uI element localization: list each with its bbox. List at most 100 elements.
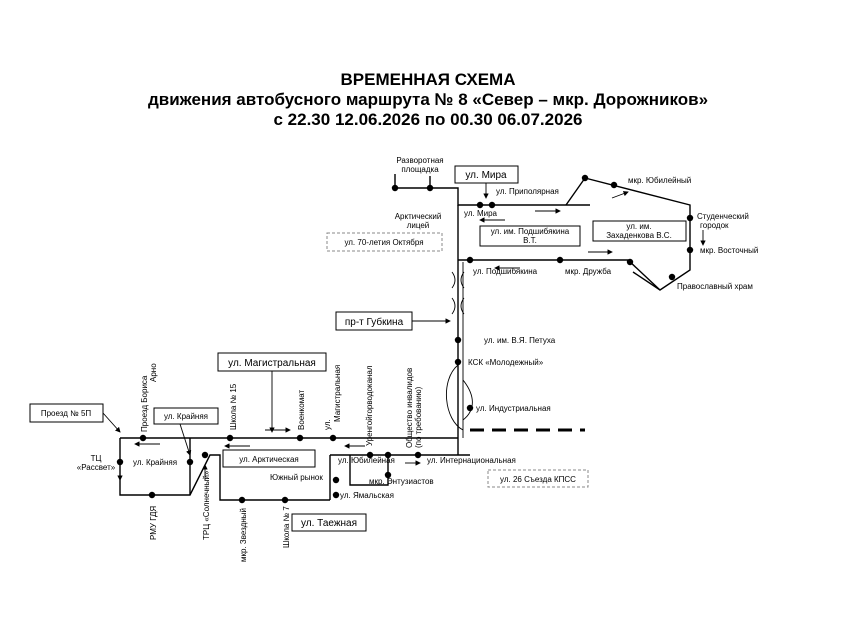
stop-ksk [454,358,462,366]
road-network [119,174,691,501]
road-top [394,174,590,206]
stop-mira-2 [488,201,496,209]
box-krainyaya-label: ул. Крайняя [164,412,208,421]
stop-yubileyny [610,181,618,189]
stop-industrialnaya [466,404,474,412]
label-entuziastov: мкр. Энтузиастов [369,477,434,486]
label-arctic-1: Арктический [395,212,442,221]
box-podshibyakina-label-2: В.Т. [523,236,537,245]
label-magistr-1: ул. [323,419,332,430]
label-khram: Православный храм [677,282,753,291]
label-petusha: ул. им. В.Я. Петуха [484,336,556,345]
label-magistr-2: Магистральная [333,365,342,422]
label-voenkomat: Военкомат [297,390,306,430]
stop-voenkomat [296,434,304,442]
box-syezd-label: ул. 26 Съезда КПСС [500,475,576,484]
label-student-1: Студенческий [697,212,749,221]
label-industrialnaya: ул. Индустриальная [476,404,551,413]
box-zakhadenkova [592,220,687,242]
box-zakhadenkova-label-2: Захаденкова В.С. [606,231,672,240]
title-line-1: ВРЕМЕННАЯ СХЕМА [340,70,516,89]
direction-arrows [117,191,706,481]
stop-internatsionalnaya [414,451,422,459]
stop-yuzhny [332,476,340,484]
label-tc-rassvet-1: ТЦ [91,454,102,463]
stop-petusha [454,336,462,344]
stop-pripolyarnaya [581,174,589,182]
box-podshibyakina [479,225,581,247]
label-invalid-1: Общество инвалидов [405,368,414,448]
box-oktyabr-label: ул. 70-летия Октября [344,238,423,247]
label-boris-1: Проезд Бориса [140,375,149,432]
stop-vostochny [686,246,694,254]
stop-yamalskaya [332,491,340,499]
stop-druzhba-2 [626,258,634,266]
box-oktyabr [326,232,443,252]
stop-entuziastov [384,471,392,479]
label-invalid-2: (по требованию) [414,386,423,448]
label-school15: Школа № 15 [229,383,238,430]
label-tc-solnechny: ТРЦ «Солнечный» [202,470,211,540]
box-taezhnaya-label: ул. Таежная [301,518,357,529]
box-taezhnaya [291,513,367,532]
stop-yubileynaya [366,451,374,459]
stop-arctic [391,184,399,192]
label-yubileyny: мкр. Юбилейный [628,176,691,185]
stop-krainyaya [186,458,194,466]
box-zakhadenkova-label-1: ул. им. [626,222,651,231]
box-arkticheskaya [222,449,316,468]
stop-school7 [281,496,289,504]
title-line-2: движения автобусного маршрута № 8 «Север… [147,90,709,109]
label-student-2: городок [700,221,729,230]
stop-tc-solnechny [201,451,209,459]
label-druzhba: мкр. Дружба [565,267,612,276]
label-tc-rassvet-2: «Рассвет» [77,463,116,472]
box-mira [454,165,519,184]
box-mira-label: ул. Мира [465,170,507,181]
label-krainyaya-stop: ул. Крайняя [133,458,177,467]
stop-urengoy [384,451,392,459]
road-break-marks [451,271,465,315]
stop-podshibyakina [466,256,474,264]
box-gubkina-label: пр-т Губкина [345,316,404,328]
title-line-3: с 22.30 12.06.2026 по 00.30 06.07.2026 [273,110,583,129]
label-yamalskaya: ул. Ямальская [340,491,394,500]
stop-student [686,214,694,222]
box-arkticheskaya-label: ул. Арктическая [239,455,299,464]
label-arctic-2: лицей [407,221,430,230]
road-ksk-loop [446,364,464,431]
label-school7: Школа № 7 [282,506,291,548]
label-yuzhny: Южный рынок [270,473,323,482]
label-razvorot-1: Разворотная [396,156,443,165]
stop-school15 [226,434,234,442]
road-entuziastov [349,455,389,486]
label-boris-2: Арно [149,363,158,382]
label-pripolyarnaya: ул. Приполярная [496,187,559,196]
label-internatsionalnaya: ул. Интернациональная [427,456,516,465]
box-magistralnaya-label: ул. Магистральная [228,358,316,369]
label-vostochny: мкр. Восточный [700,246,758,255]
stop-rmu [148,491,156,499]
box-krainyaya [153,407,219,425]
road-east-loop [565,177,691,291]
box-proezd-label: Проезд № 5П [41,409,92,418]
label-ksk: КСК «Молодежный» [468,358,544,367]
label-urengoy: Уренгойгорводоканал [365,365,374,446]
stop-boris [139,434,147,442]
label-razvorot-2: площадка [401,165,439,174]
label-podshibyakina: ул. Подшибякина [473,267,538,276]
stop-tc-rassvet [116,458,124,466]
label-rmu: РМУ ГДЯ [149,506,158,540]
stop-zvezdny [238,496,246,504]
title-block: ВРЕМЕННАЯ СХЕМА движения автобусного мар… [0,70,856,130]
stop-magistr [329,434,337,442]
road-ksk-loop-2 [462,379,473,421]
label-zvezdny: мкр. Звездный [239,508,248,562]
stop-labels: Разворотная площадка Арктический лицей у… [77,156,759,562]
stop-druzhba [556,256,564,264]
label-yubileynaya: ул. Юбилейная [338,456,395,465]
box-podshibyakina-label-1: ул. им. Подшибякина [491,227,570,236]
label-mira-stop: ул. Мира [464,209,498,218]
street-boxes: ул. Мира ул. им. Подшибякина В.Т. ул. им… [29,165,687,532]
